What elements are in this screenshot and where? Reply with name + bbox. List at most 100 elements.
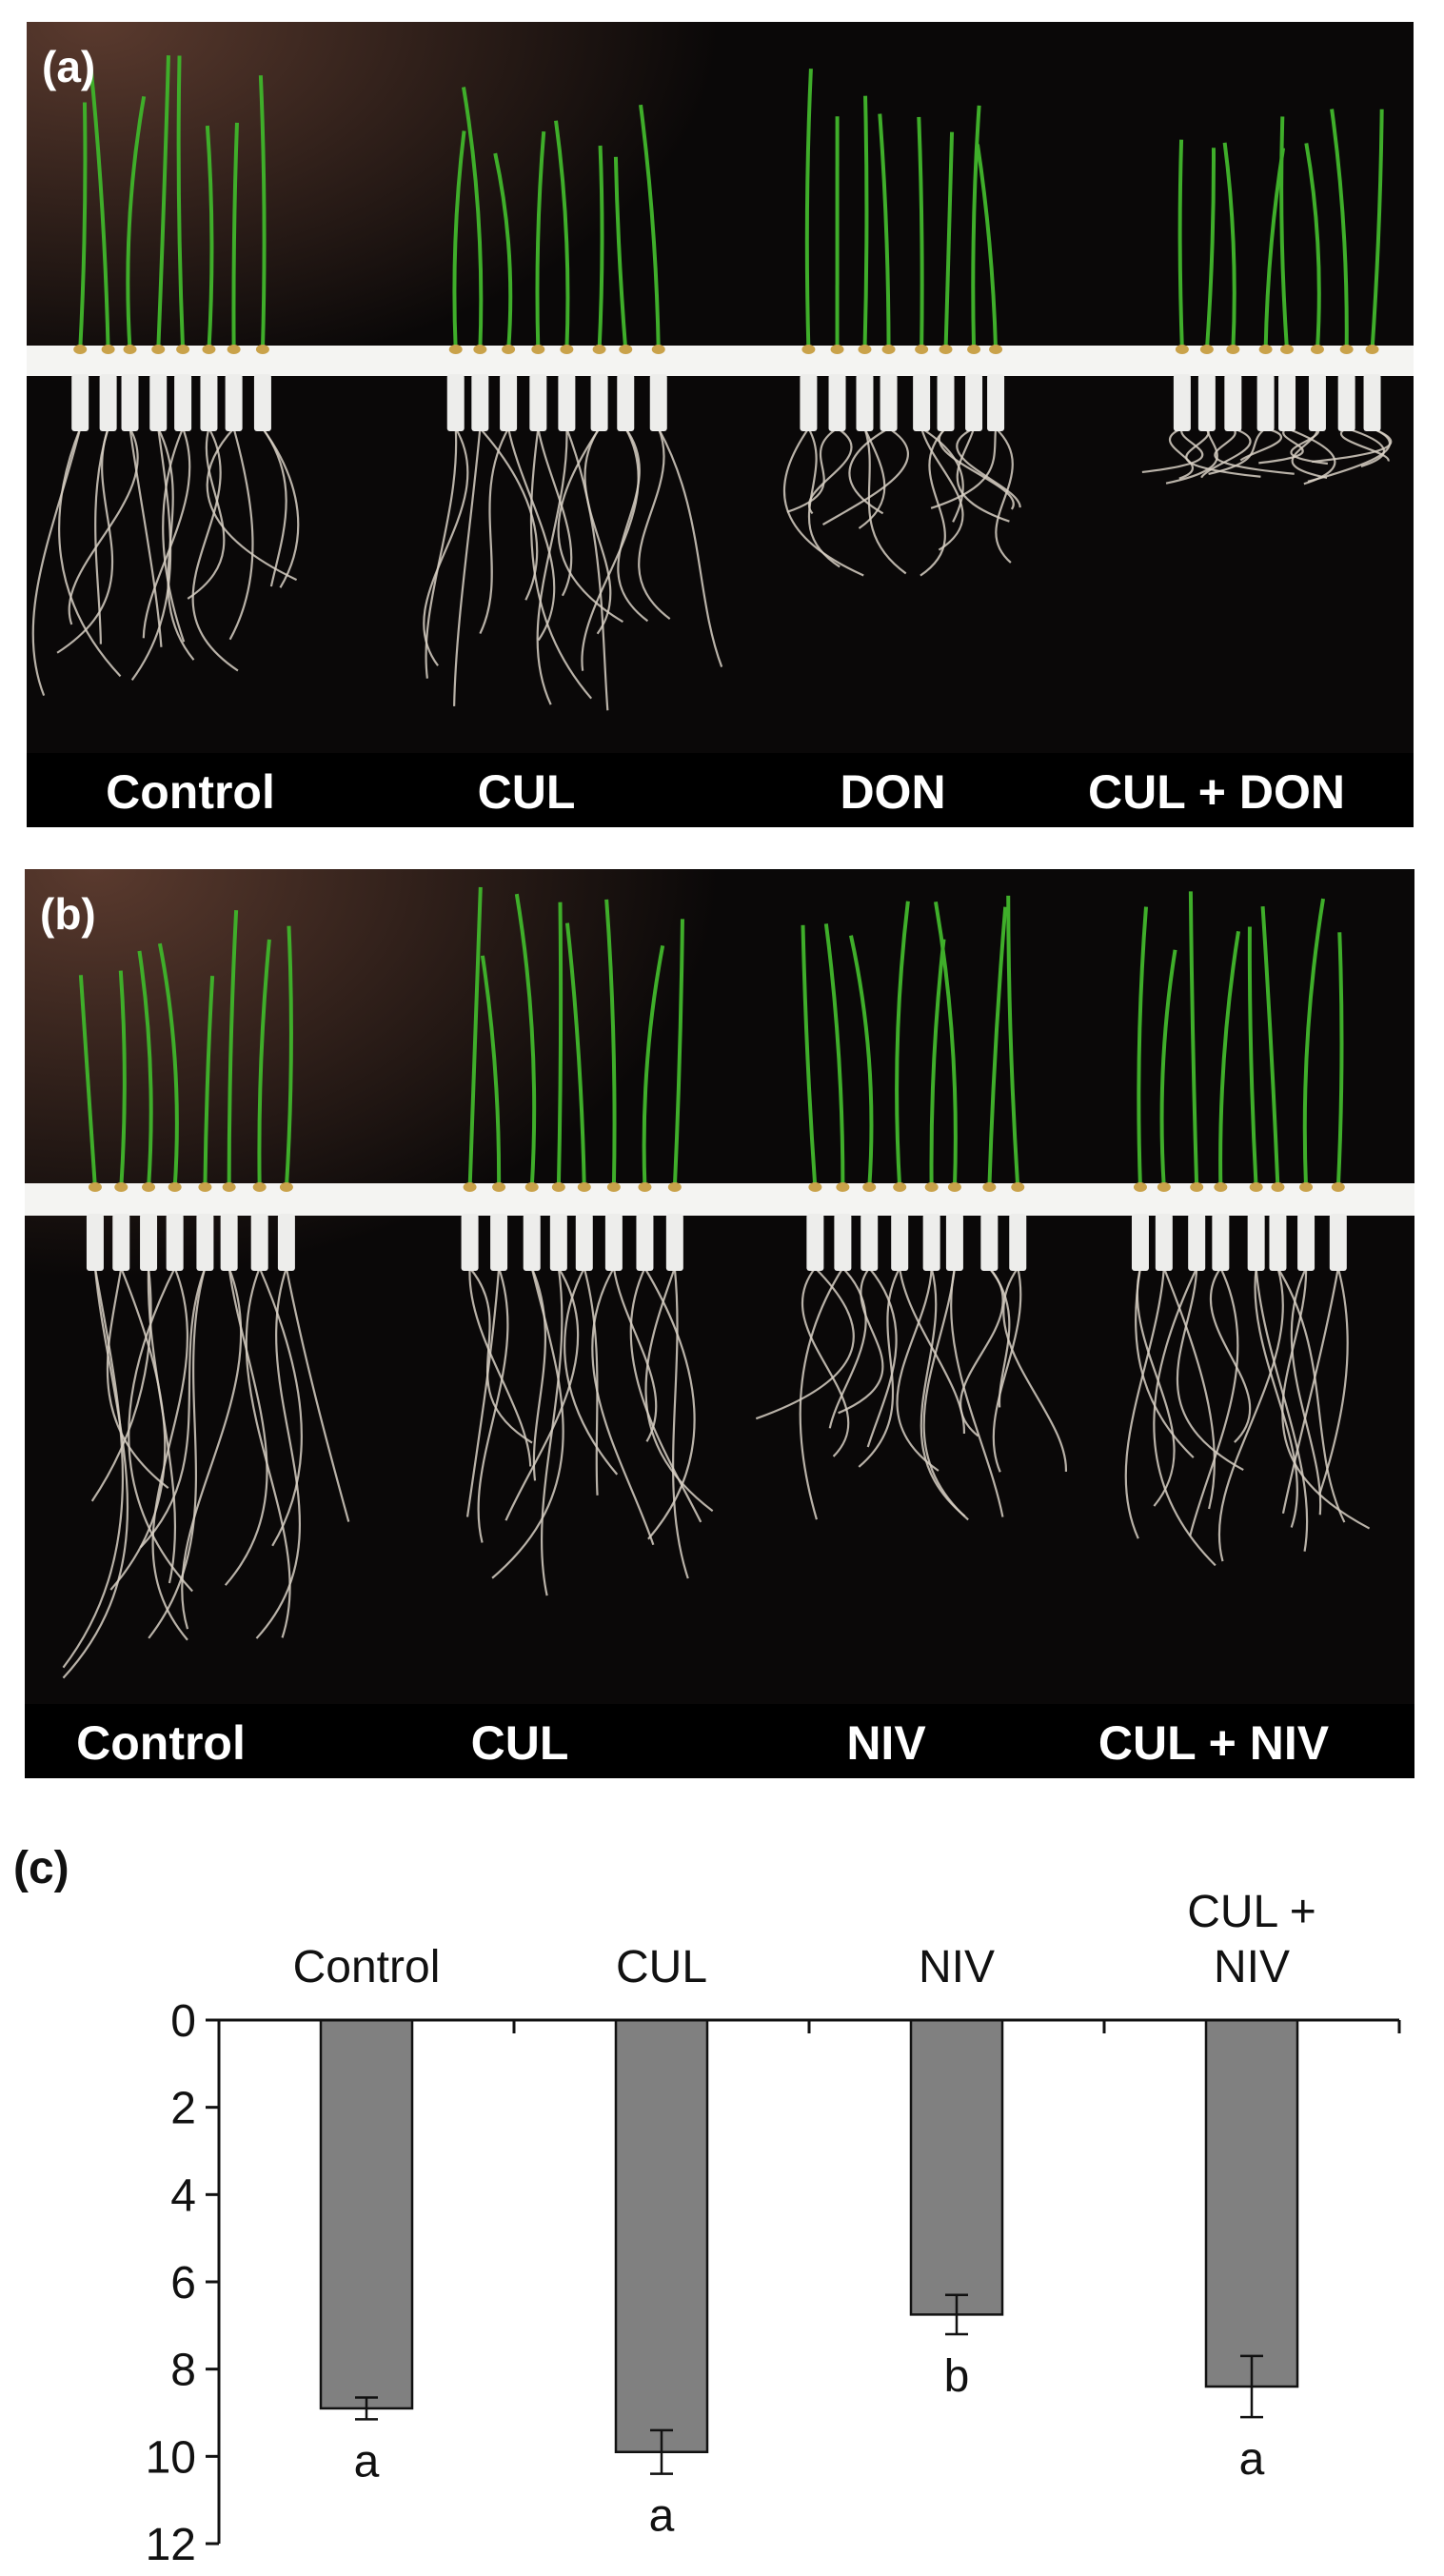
shoot <box>929 939 946 1189</box>
root <box>1281 1267 1371 1530</box>
panel-b-label-strip: Control CUL NIV CUL + NIV <box>25 1704 1414 1778</box>
y-tick-label: 10 <box>146 2432 196 2483</box>
shoot <box>493 152 513 351</box>
seed-tube <box>1269 1214 1287 1271</box>
seed-tube <box>471 374 489 431</box>
root <box>591 1267 655 1546</box>
panel-a-label-strip: Control CUL DON CUL + DON <box>27 753 1414 827</box>
seed-tube <box>945 1214 963 1271</box>
seed <box>1249 1182 1263 1192</box>
root <box>672 1267 689 1579</box>
root <box>564 1267 619 1476</box>
shoot <box>672 919 684 1189</box>
root <box>425 427 458 679</box>
seedling-group <box>755 895 1067 1521</box>
seed-tube <box>549 1214 567 1271</box>
shoot <box>284 925 293 1189</box>
seed-tube <box>446 374 465 431</box>
root <box>1217 1267 1284 1562</box>
category-label: CUL +NIV <box>1187 1887 1316 1992</box>
seed <box>592 345 606 354</box>
root <box>1290 427 1329 466</box>
root <box>617 427 649 623</box>
root <box>529 427 593 700</box>
root <box>1209 1267 1252 1443</box>
root <box>530 1267 547 1481</box>
shoot <box>126 95 147 351</box>
shoot <box>462 87 484 351</box>
seed <box>1157 1182 1171 1192</box>
seed-tube <box>174 374 192 431</box>
shoot <box>205 125 214 351</box>
root <box>142 427 191 639</box>
seed <box>448 345 463 354</box>
seed-tube <box>937 374 955 431</box>
root <box>1136 1267 1176 1507</box>
seed <box>1226 345 1240 354</box>
seed-tube <box>1197 374 1216 431</box>
root <box>187 427 226 600</box>
root <box>1254 1267 1298 1528</box>
seed <box>1199 345 1214 354</box>
root <box>1165 427 1218 485</box>
seed-tube <box>490 1214 508 1271</box>
seed <box>1310 345 1324 354</box>
root <box>828 1267 867 1429</box>
root <box>858 1267 901 1468</box>
seed-tube <box>800 374 818 431</box>
root <box>1239 426 1283 462</box>
root <box>565 427 609 711</box>
significance-letter: a <box>649 2491 675 2542</box>
shoot <box>514 893 537 1189</box>
seed-tube <box>1256 374 1275 431</box>
root <box>130 427 172 682</box>
root <box>1340 426 1390 462</box>
seedling-group <box>423 87 723 711</box>
root <box>468 1267 532 1467</box>
panel-b-label-control: Control <box>76 1716 246 1770</box>
seedling-group <box>783 69 1021 577</box>
seed <box>222 1182 236 1192</box>
seed <box>168 1182 182 1192</box>
shoot <box>176 55 186 351</box>
seed-tube <box>891 1214 909 1271</box>
seed-tube <box>828 374 846 431</box>
seed <box>893 1182 907 1192</box>
panel-a-label-cul-don: CUL + DON <box>1088 765 1345 819</box>
seed <box>531 345 545 354</box>
shoot <box>203 976 215 1189</box>
seed <box>492 1182 506 1192</box>
root <box>536 427 568 705</box>
root <box>866 1267 898 1448</box>
seedling-photo-a <box>27 22 1414 827</box>
root <box>465 1267 501 1517</box>
panel-b-label-cul-niv: CUL + NIV <box>1098 1716 1330 1770</box>
shoot <box>1302 898 1326 1189</box>
seed-tube <box>1337 374 1355 431</box>
category-label: NIV <box>919 1942 995 1992</box>
seed-tube <box>860 1214 879 1271</box>
seed <box>967 345 981 354</box>
shoot <box>137 950 153 1189</box>
shoot <box>597 145 604 351</box>
shoot <box>917 116 924 351</box>
seed <box>151 345 166 354</box>
root <box>129 427 163 647</box>
root <box>801 1267 850 1457</box>
seed <box>1365 345 1379 354</box>
seed <box>924 1182 939 1192</box>
root <box>206 427 298 582</box>
panel-a-letter: (a) <box>42 42 96 91</box>
seed <box>830 345 844 354</box>
seed-tube <box>1363 374 1381 431</box>
root <box>262 427 287 587</box>
root <box>896 1267 940 1472</box>
y-tick-label: 6 <box>170 2258 196 2308</box>
y-tick-label: 4 <box>170 2170 196 2221</box>
seed-tube <box>1212 1214 1230 1271</box>
shoot <box>1247 926 1258 1189</box>
seed <box>1271 1182 1285 1192</box>
shoot <box>78 102 88 351</box>
seedling-group <box>1141 109 1393 485</box>
shoot <box>801 924 818 1189</box>
